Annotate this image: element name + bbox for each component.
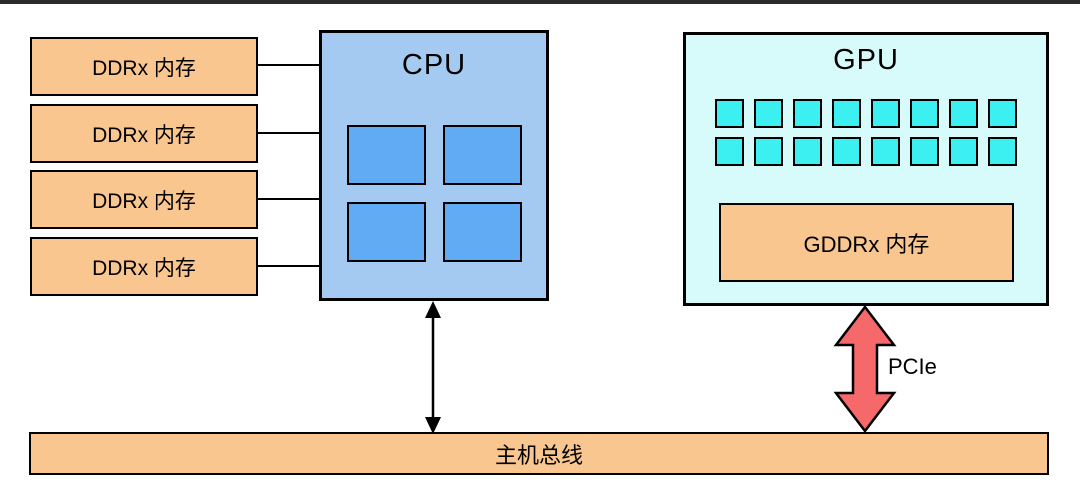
- cpu-core: [443, 125, 522, 185]
- gpu-core: [754, 99, 783, 128]
- host-bus-bar: 主机总线: [29, 432, 1049, 475]
- gpu-label: GPU: [833, 44, 899, 76]
- ddr-memory-label: DDRx 内存: [92, 189, 196, 213]
- ddr-memory-label: DDRx 内存: [92, 123, 196, 147]
- host-bus-label: 主机总线: [494, 442, 583, 468]
- top-frame-line: [0, 0, 1080, 4]
- cpu-core: [347, 125, 426, 185]
- gpu-core: [715, 137, 744, 166]
- cpu-bus-double-arrow-icon: [425, 301, 441, 434]
- cpu-box: CPU: [319, 30, 549, 301]
- gpu-core-row: [715, 99, 1017, 128]
- ddr-memory-label: DDRx 内存: [92, 256, 196, 280]
- ddr-memory-label: DDRx 内存: [92, 56, 196, 80]
- cpu-cores-grid: [347, 125, 522, 262]
- gpu-core: [910, 99, 939, 128]
- gpu-core: [871, 137, 900, 166]
- gpu-core: [715, 99, 744, 128]
- ddr-memory-module: DDRx 内存: [30, 37, 258, 96]
- gpu-core: [949, 99, 978, 128]
- gpu-core-row: [715, 137, 1017, 166]
- gpu-core: [988, 99, 1017, 128]
- gpu-core: [988, 137, 1017, 166]
- ddr-memory-module: DDRx 内存: [30, 104, 258, 163]
- gpu-core: [832, 99, 861, 128]
- gpu-core: [832, 137, 861, 166]
- gpu-core: [793, 99, 822, 128]
- cpu-label: CPU: [401, 49, 467, 81]
- cpu-core: [347, 202, 426, 262]
- pcie-label: PCIe: [888, 354, 937, 379]
- pcie-double-arrow-icon: [833, 305, 897, 433]
- gpu-core: [910, 137, 939, 166]
- ddr-memory-module: DDRx 内存: [30, 170, 258, 229]
- memory-cpu-connector-line: [258, 64, 321, 66]
- gddr-memory-label: GDDRx 内存: [803, 231, 930, 257]
- cpu-core: [443, 202, 522, 262]
- gpu-cores-grid: [686, 99, 1046, 166]
- gpu-box: GPU GDDRx 内存: [683, 32, 1049, 306]
- memory-cpu-connector-line: [258, 265, 321, 267]
- gpu-core: [949, 137, 978, 166]
- gpu-core: [754, 137, 783, 166]
- gpu-core: [793, 137, 822, 166]
- memory-cpu-connector-line: [258, 132, 321, 134]
- memory-cpu-connector-line: [258, 198, 321, 200]
- ddr-memory-module: DDRx 内存: [30, 237, 258, 296]
- gpu-core: [871, 99, 900, 128]
- gddr-memory-box: GDDRx 内存: [719, 203, 1014, 282]
